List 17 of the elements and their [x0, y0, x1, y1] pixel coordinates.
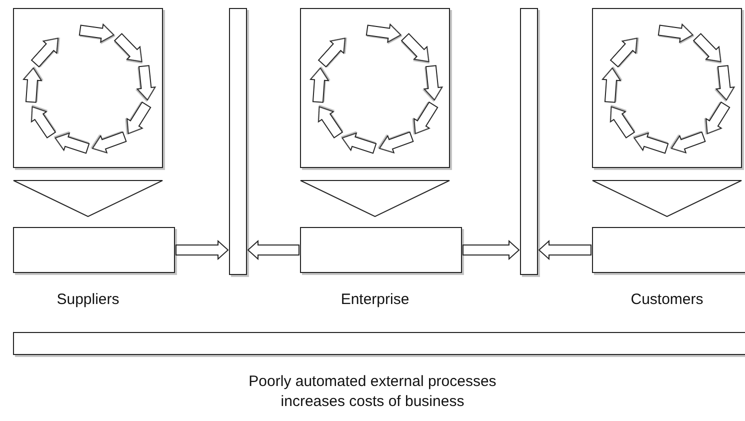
block-arrow — [462, 240, 520, 260]
entity-label: Enterprise — [340, 290, 410, 310]
block-arrow — [176, 240, 229, 260]
block-arrow — [247, 240, 300, 260]
process-box — [13, 8, 163, 168]
entity-box — [592, 227, 745, 273]
bar-box — [229, 8, 247, 275]
entity-box — [13, 227, 175, 273]
bar-box — [520, 8, 538, 275]
bar-box — [13, 332, 745, 355]
process-box — [592, 8, 742, 168]
block-arrow — [538, 240, 592, 260]
entity-box — [300, 227, 462, 273]
entity-label: Customers — [630, 290, 704, 310]
entity-label: Suppliers — [56, 290, 120, 310]
process-box — [300, 8, 450, 168]
caption: Poorly automated external processes increases costs of business — [248, 372, 498, 412]
